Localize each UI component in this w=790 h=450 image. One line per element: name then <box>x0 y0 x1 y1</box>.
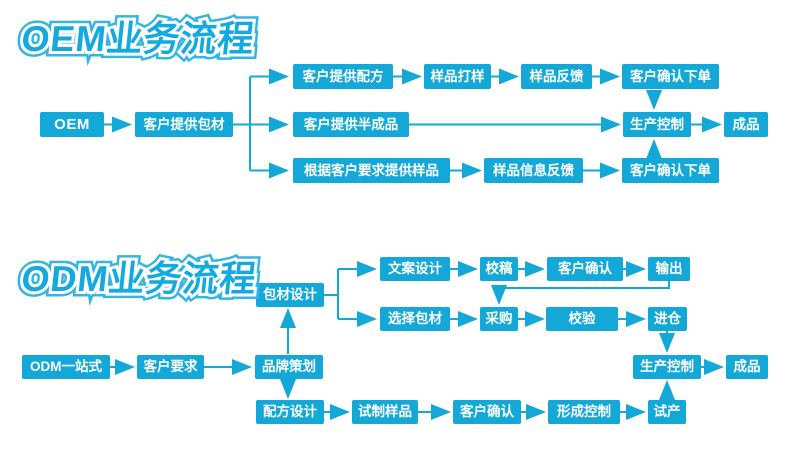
node-odm-finished-product: 成品 <box>726 355 768 379</box>
title-fill-layer: OEM业务流程 <box>19 18 257 59</box>
node-select-packaging: 选择包材 <box>380 307 450 331</box>
node-customer-requirement: 客户要求 <box>137 355 204 379</box>
node-customer-provides-formula: 客户提供配方 <box>293 64 393 89</box>
node-customer-confirm-copy: 客户确认 <box>547 257 623 281</box>
node-sample-info-feedback: 样品信息反馈 <box>484 158 583 183</box>
node-trial-sample: 试制样品 <box>352 400 418 424</box>
node-customer-provides-packaging: 客户提供包材 <box>135 112 233 137</box>
node-customer-provides-semifinished: 客户提供半成品 <box>293 112 409 137</box>
node-purchase: 采购 <box>480 307 518 331</box>
node-pilot-production: 试产 <box>648 400 686 424</box>
node-odm-production-control: 生产控制 <box>633 355 701 379</box>
node-oem-finished-product: 成品 <box>724 112 768 137</box>
node-copy-design: 文案设计 <box>380 257 450 281</box>
node-verification: 校验 <box>546 307 618 331</box>
node-packaging-design: 包材设计 <box>256 283 324 307</box>
node-sample-per-customer-request: 根据客户要求提供样品 <box>293 158 450 183</box>
node-sample-making: 样品打样 <box>424 64 491 89</box>
node-proofreading: 校稿 <box>480 257 518 281</box>
node-warehouse-in: 进仓 <box>648 307 687 331</box>
node-formula-design: 配方设计 <box>256 400 324 424</box>
node-odm-one-stop: ODM一站式 <box>22 355 110 379</box>
node-customer-confirms-order-bottom: 客户确认下单 <box>622 158 719 183</box>
oem-section-title: OEM业务流程 OEM业务流程 OEM业务流程 <box>14 10 262 65</box>
node-customer-confirms-order-top: 客户确认下单 <box>622 64 719 89</box>
node-sample-feedback: 样品反馈 <box>521 64 592 89</box>
node-oem: OEM <box>40 112 104 137</box>
odm-section-title: ODM业务流程 ODM业务流程 ODM业务流程 <box>14 250 264 305</box>
node-brand-planning: 品牌策划 <box>255 355 323 379</box>
node-output: 输出 <box>648 257 690 281</box>
node-forming-control: 形成控制 <box>548 400 620 424</box>
title-fill-layer: ODM业务流程 <box>19 258 259 299</box>
node-oem-production-control: 生产控制 <box>623 112 691 137</box>
node-customer-confirm-sample: 客户确认 <box>453 400 521 424</box>
